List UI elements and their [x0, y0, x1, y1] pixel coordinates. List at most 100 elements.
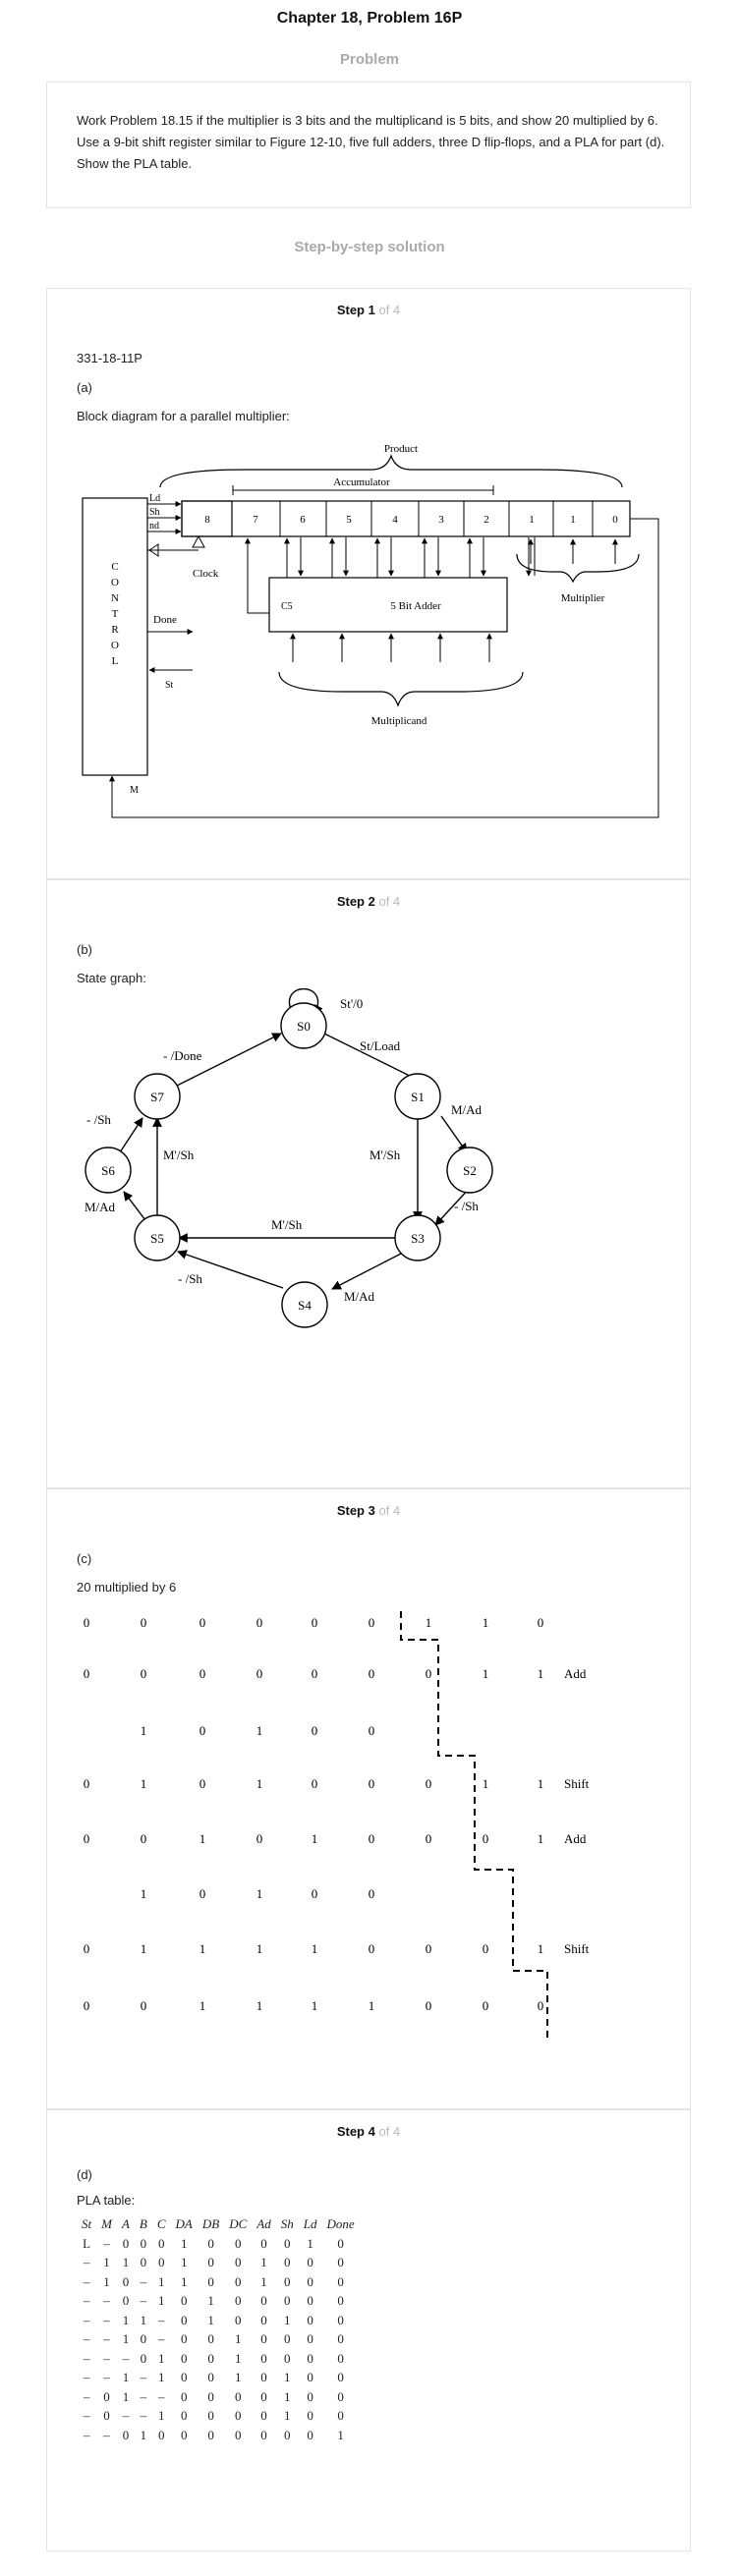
pla-cell: 0: [260, 2312, 267, 2327]
edge-s4-s5: [177, 1250, 284, 1289]
accumulator-label: Accumulator: [333, 476, 390, 488]
trace-bit: 0: [426, 1776, 432, 1791]
trace-op: Add: [564, 1666, 587, 1681]
pla-cell: –: [140, 2293, 147, 2309]
pla-cell: –: [140, 2408, 147, 2424]
step-2-caption: State graph:: [77, 971, 146, 985]
svg-text:S2: S2: [463, 1163, 477, 1178]
pla-header-cell: A: [121, 2216, 130, 2231]
pla-cell: 0: [235, 2255, 242, 2270]
pla-cell: 0: [337, 2331, 344, 2347]
trace-bit: 0: [84, 1776, 90, 1791]
m-label: M: [130, 785, 139, 796]
pla-cell: L: [83, 2235, 91, 2251]
pla-cell: 0: [180, 2388, 188, 2404]
pla-cell: –: [122, 2350, 130, 2366]
self-loop-label: St'/0: [340, 996, 363, 1011]
trace-bit: 0: [483, 1831, 489, 1846]
pla-cell: –: [157, 2388, 165, 2404]
step-1-part: (a): [77, 380, 92, 395]
multiplier-brace: [516, 553, 640, 584]
pla-cell: 0: [207, 2408, 214, 2424]
step-4-part: (d): [77, 2167, 92, 2182]
pla-cell: 0: [207, 2273, 214, 2289]
trace-bit: 1: [538, 1776, 544, 1791]
trace-bit: 0: [369, 1723, 375, 1738]
trace-bit: 0: [312, 1776, 318, 1791]
trace-bit: 0: [256, 1666, 263, 1681]
sh-label: Sh: [149, 507, 160, 518]
trace-bit: 1: [256, 1941, 263, 1956]
trace-bit: 1: [369, 1998, 375, 2013]
step-4-caption: PLA table:: [77, 2193, 136, 2208]
pla-cell: 0: [260, 2388, 267, 2404]
pla-cell: 0: [180, 2408, 188, 2424]
pla-cell: 0: [235, 2427, 242, 2442]
pla-cell: 0: [140, 2331, 147, 2347]
pla-cell: 0: [140, 2255, 147, 2270]
pla-cell: 0: [260, 2427, 267, 2442]
step-4-title: Step 4 of 4: [336, 2124, 401, 2139]
trace-bit: 0: [369, 1666, 375, 1681]
trace-bit: 1: [312, 1941, 318, 1956]
page-title: Chapter 18, Problem 16P: [276, 10, 463, 27]
pla-cell: 0: [307, 2427, 313, 2442]
label-s3-s5: M'/Sh: [271, 1217, 303, 1232]
trace-bit: 0: [369, 1831, 375, 1846]
pla-cell: 0: [260, 2235, 267, 2251]
pla-cell: 0: [122, 2235, 130, 2251]
trace-bit: 1: [256, 1776, 263, 1791]
pla-cell: 1: [122, 2370, 130, 2385]
cell-6: 6: [300, 514, 306, 526]
edge-s2-s3: [434, 1187, 471, 1226]
pla-cell: 1: [207, 2293, 214, 2309]
pla-header-cell: DA: [175, 2216, 193, 2231]
svg-text:1: 1: [570, 514, 576, 526]
pla-cell: 0: [207, 2370, 214, 2385]
pla-cell: 1: [157, 2293, 165, 2309]
state-s3: [394, 1214, 441, 1261]
label-s2-s3: - /Sh: [454, 1199, 479, 1213]
adder-box: [268, 577, 508, 633]
pla-header-cell: St: [82, 2216, 92, 2231]
pla-cell: 0: [284, 2350, 291, 2366]
pla-cell: 1: [307, 2235, 313, 2251]
control-label: C O N T R O L: [111, 561, 119, 667]
trace-bit: 1: [141, 1723, 147, 1738]
svg-text:O: O: [111, 577, 119, 588]
pla-cell: 0: [337, 2388, 344, 2404]
pla-cell: 0: [207, 2350, 214, 2366]
clock-label: Clock: [193, 568, 219, 580]
pla-cell: –: [83, 2388, 90, 2404]
pla-cell: –: [103, 2427, 110, 2442]
pla-cell: 0: [207, 2255, 214, 2270]
pla-cell: –: [83, 2370, 90, 2385]
trace-bit: 0: [199, 1615, 206, 1630]
pla-cell: –: [140, 2370, 147, 2385]
trace-bit: 1: [538, 1831, 544, 1846]
edge-s5-s6: [123, 1191, 146, 1221]
problem-heading: Problem: [339, 51, 399, 68]
pla-cell: –: [140, 2273, 147, 2289]
pla-cell: –: [103, 2350, 110, 2366]
trace-bit: 0: [312, 1615, 318, 1630]
trace-bit: 0: [538, 1615, 544, 1630]
pla-cell: –: [83, 2408, 90, 2424]
multiplier-block-diagram: Product Accumulator 8 7 6 5 4 3 2 1 0 1: [82, 443, 659, 818]
trace-bit: 0: [199, 1666, 206, 1681]
pla-cell: 0: [235, 2388, 242, 2404]
pla-cell: 1: [180, 2235, 188, 2251]
pla-cell: 0: [180, 2331, 188, 2347]
label-s5-s6: M/Ad: [85, 1200, 116, 1214]
trace-bit: 0: [84, 1666, 90, 1681]
step-1-ref: 331-18-11P: [77, 351, 142, 365]
trace-bit: 0: [84, 1831, 90, 1846]
pla-cell: 0: [260, 2331, 267, 2347]
state-graph: St'/0 S0 S1: [85, 988, 493, 1328]
pla-cell: 0: [180, 2312, 188, 2327]
pla-cell: 0: [307, 2388, 313, 2404]
trace-bit: 1: [483, 1615, 489, 1630]
